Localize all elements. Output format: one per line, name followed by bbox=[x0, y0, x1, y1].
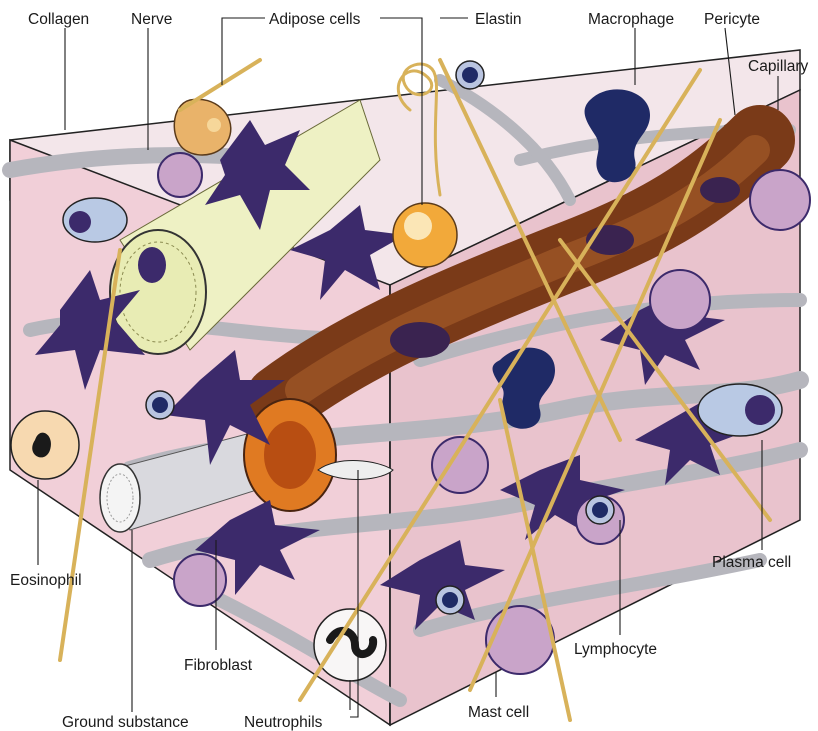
label-nerve: Nerve bbox=[131, 11, 172, 28]
label-collagen: Collagen bbox=[28, 11, 89, 28]
label-ground-substance: Ground substance bbox=[62, 714, 189, 731]
eosinophil-cell bbox=[11, 411, 79, 479]
label-plasma-cell: Plasma cell bbox=[712, 554, 791, 571]
label-pericyte: Pericyte bbox=[704, 11, 760, 28]
label-mast-cell: Mast cell bbox=[468, 704, 529, 721]
label-macrophage: Macrophage bbox=[588, 11, 674, 28]
label-lymphocyte: Lymphocyte bbox=[574, 641, 657, 658]
label-elastin: Elastin bbox=[475, 11, 522, 28]
label-capillary: Capillary bbox=[748, 58, 809, 75]
label-fibroblast: Fibroblast bbox=[184, 657, 253, 674]
label-eosinophil: Eosinophil bbox=[10, 572, 82, 589]
label-adipose-cells: Adipose cells bbox=[269, 11, 361, 28]
label-neutrophils: Neutrophils bbox=[244, 714, 323, 731]
